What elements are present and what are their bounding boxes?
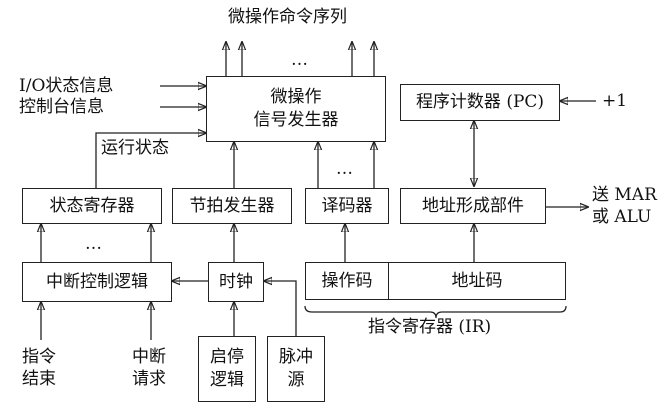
- plus-one-label: +1: [602, 91, 628, 111]
- io-status-label: I/O状态信息: [19, 76, 114, 96]
- decoder: 译码器: [305, 188, 389, 224]
- to-mar-label: 送 MAR 或 ALU: [592, 185, 657, 228]
- top-dots: …: [291, 50, 308, 70]
- beat-generator: 节拍发生器: [172, 188, 292, 224]
- address-code-field: 地址码: [388, 262, 566, 300]
- status-dots: …: [85, 234, 102, 254]
- start-stop-logic: 启停 逻辑: [198, 336, 256, 402]
- int-request-label: 中断 请求: [132, 347, 166, 390]
- run-status-label: 运行状态: [101, 138, 169, 158]
- micro-op-generator: 微操作 信号发生器: [206, 76, 386, 142]
- run-status-line: [95, 133, 206, 188]
- decoder-dots: …: [336, 159, 353, 179]
- ir-brace: [304, 305, 567, 319]
- interrupt-control-logic: 中断控制逻辑: [22, 262, 172, 302]
- clock: 时钟: [208, 262, 264, 302]
- console-info-label: 控制台信息: [19, 97, 104, 117]
- pulse-to-clock: [264, 281, 297, 336]
- top-output-label: 微操作命令序列: [228, 7, 347, 27]
- status-register: 状态寄存器: [22, 188, 162, 224]
- ir-label: 指令寄存器 (IR): [368, 317, 492, 337]
- pulse-source: 脉冲 源: [267, 336, 325, 402]
- program-counter: 程序计数器 (PC): [400, 84, 560, 121]
- address-forming-unit: 地址形成部件: [400, 188, 546, 224]
- opcode-field: 操作码: [305, 262, 389, 300]
- instr-end-label: 指令 结束: [22, 347, 56, 390]
